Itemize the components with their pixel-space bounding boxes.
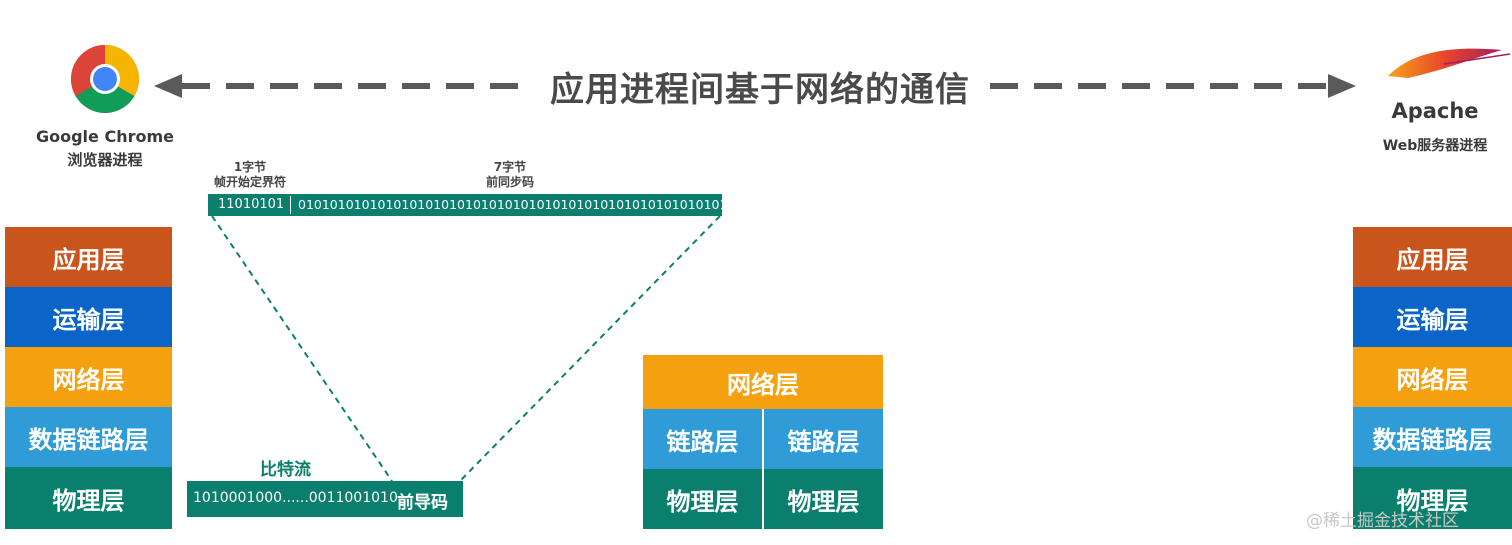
sfd-size-label: 1字节	[233, 160, 267, 174]
bitstream-bar: 1010001000......0011001010 前导码	[187, 481, 463, 517]
preamble-size-label: 7字节	[493, 160, 527, 174]
ethernet-preamble-bar: 11010101 0101010101010101010101010101010…	[208, 194, 743, 216]
right-host-name: Apache	[1391, 99, 1479, 123]
preamble-bits: 0101010101010101010101010101010101010101…	[298, 197, 744, 212]
right-physical-layer: 物理层	[1353, 467, 1512, 529]
left-application-layer: 应用层	[5, 227, 172, 287]
router-protocol-stack: 网络层 链路层 链路层 物理层 物理层	[643, 355, 883, 529]
router-physical-right: 物理层	[764, 469, 883, 529]
sfd-bits: 11010101	[218, 197, 285, 212]
right-protocol-stack: 应用层 运输层 网络层 数据链路层 物理层	[1353, 227, 1512, 529]
router-network-layer: 网络层	[643, 355, 883, 409]
chrome-logo-icon	[70, 44, 140, 114]
sfd-name-label: 帧开始定界符	[213, 175, 286, 189]
router-physical-left: 物理层	[643, 469, 762, 529]
left-host-role: 浏览器进程	[67, 151, 143, 169]
bitstream-preamble-label: 前导码	[397, 493, 448, 513]
right-datalink-layer: 数据链路层	[1353, 407, 1512, 467]
left-datalink-layer: 数据链路层	[5, 407, 172, 467]
left-network-layer: 网络层	[5, 347, 172, 407]
router-datalink-right: 链路层	[764, 409, 883, 469]
bitstream-bits: 1010001000......0011001010	[193, 490, 398, 506]
right-application-layer: 应用层	[1353, 227, 1512, 287]
left-protocol-stack: 应用层 运输层 网络层 数据链路层 物理层	[5, 227, 172, 529]
router-datalink-left: 链路层	[643, 409, 762, 469]
bitstream-label: 比特流	[260, 460, 311, 480]
right-network-layer: 网络层	[1353, 347, 1512, 407]
frame-divider	[290, 196, 291, 214]
right-host-role: Web服务器进程	[1382, 138, 1488, 154]
left-transport-layer: 运输层	[5, 287, 172, 347]
right-transport-layer: 运输层	[1353, 287, 1512, 347]
apache-feather-icon	[1384, 44, 1512, 84]
diagram-title: 应用进程间基于网络的通信	[550, 70, 970, 110]
left-host-name: Google Chrome	[35, 127, 174, 146]
watermark: @稀土掘金技术社区	[1306, 511, 1459, 531]
left-physical-layer: 物理层	[5, 467, 172, 529]
preamble-name-label: 前同步码	[485, 175, 534, 189]
